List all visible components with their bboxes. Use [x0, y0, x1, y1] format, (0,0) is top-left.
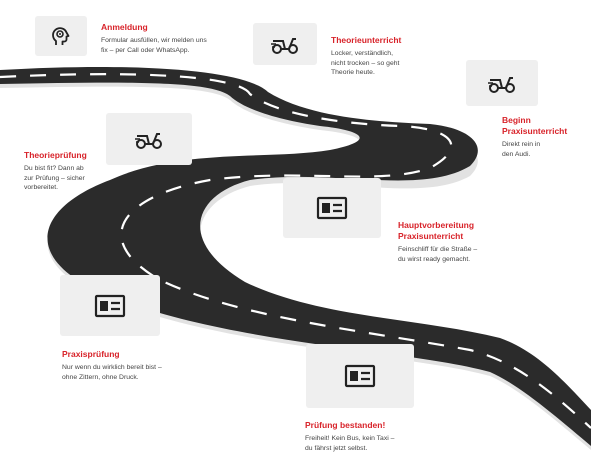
id-card-icon — [316, 196, 348, 220]
step-praxispruefung: Praxisprüfung Nur wenn du wirklich berei… — [62, 349, 212, 382]
scooter-icon — [271, 38, 298, 54]
id-card-icon — [94, 294, 126, 317]
step-title: Praxisprüfung — [62, 349, 120, 359]
step-title: Prüfung bestanden! — [305, 420, 386, 430]
step-description: Freiheit! Kein Bus, kein Taxi – du fährs… — [305, 435, 395, 452]
step-card-praxispruefung — [60, 275, 160, 336]
step-theorieunterricht: Theorieunterricht Locker, verständlich, … — [331, 35, 451, 78]
step-card-hauptvorbereitung — [283, 178, 381, 238]
step-title: Theorieprüfung — [24, 150, 87, 160]
step-description: Locker, verständlich, nicht trocken – so… — [331, 50, 400, 76]
step-card-theoriepruefung — [106, 113, 192, 165]
road-surface — [0, 66, 591, 447]
lane-markings — [0, 73, 591, 429]
step-description: Direkt rein in den Audi. — [502, 141, 541, 158]
scooter-icon — [135, 133, 162, 149]
step-title: Theorieunterricht — [331, 35, 402, 45]
step-theoriepruefung: Theorieprüfung Du bist fit? Dann ab zur … — [24, 150, 114, 193]
step-beginn-praxis: Beginn Praxisunterricht Direkt rein in d… — [502, 115, 590, 159]
step-anmeldung: Anmeldung Formular ausfüllen, wir melden… — [101, 22, 261, 55]
step-card-bestanden — [306, 344, 414, 408]
head-profile-icon — [52, 27, 70, 45]
step-card-beginn-praxis — [466, 60, 538, 106]
step-title: Hauptvorbereitung Praxisunterricht — [398, 220, 475, 241]
step-description: Formular ausfüllen, wir melden uns fix –… — [101, 37, 207, 54]
step-title: Beginn Praxisunterricht — [502, 115, 568, 136]
step-description: Nur wenn du wirklich bereit bist – ohne … — [62, 364, 162, 381]
step-bestanden: Prüfung bestanden! Freiheit! Kein Bus, k… — [305, 420, 445, 453]
scooter-icon — [488, 77, 515, 93]
step-card-theorieunterricht — [253, 23, 317, 65]
step-title: Anmeldung — [101, 22, 148, 32]
id-card-icon — [344, 364, 376, 388]
step-hauptvorbereitung: Hauptvorbereitung Praxisunterricht Feins… — [398, 220, 518, 264]
step-description: Feinschliff für die Straße – du wirst re… — [398, 246, 478, 263]
step-card-anmeldung — [35, 16, 87, 56]
step-description: Du bist fit? Dann ab zur Prüfung – siche… — [24, 165, 85, 191]
